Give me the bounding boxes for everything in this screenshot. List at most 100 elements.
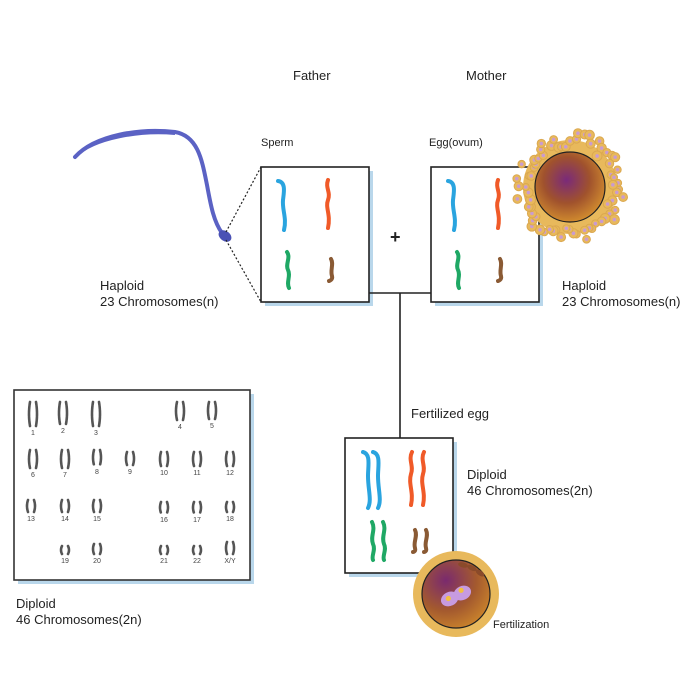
karyotype-chromosome (59, 448, 64, 470)
corona-cell-nucleus (593, 221, 598, 226)
karyotype-chromosome (91, 498, 96, 514)
karyotype-chromosome (91, 542, 96, 556)
karyotype-label: 19 (61, 558, 69, 565)
karyotype-chromosome (231, 450, 236, 468)
chromosome-blue (276, 179, 287, 232)
corona-cell-nucleus (612, 217, 617, 222)
karyotype-pair: 6 (27, 448, 39, 479)
corona-cell-nucleus (564, 226, 569, 231)
corona-cell-nucleus (538, 147, 543, 152)
karyotype-pair: 4 (174, 400, 186, 431)
karyotype-label: 21 (160, 558, 168, 565)
karyotype-pair: 16 (158, 500, 170, 524)
corona-cell-nucleus (597, 139, 602, 143)
karyotype-pair: 22 (191, 544, 203, 565)
corona-cell-nucleus (607, 161, 612, 166)
karyotype-label: 4 (178, 424, 182, 431)
corona-cell-nucleus (519, 162, 524, 166)
corona-cell-nucleus (576, 131, 580, 136)
karyotype-chromosome (66, 448, 71, 470)
corona-cell-nucleus (571, 231, 576, 236)
karyotype-chromosome (34, 448, 39, 470)
karyotype-pair: 1 (27, 400, 39, 437)
zygote-chromosome-box (344, 437, 457, 577)
fertilized-egg-label: Fertilized egg (411, 406, 489, 421)
karyotype-label: 7 (63, 472, 67, 479)
chromosome-blue (371, 450, 382, 510)
karyotype-pair: 13 (25, 498, 37, 523)
karyotype-chromosome (206, 400, 211, 421)
karyotype-pair: 5 (206, 400, 218, 430)
chromosome-orange (420, 450, 426, 507)
corona-cell-nucleus (536, 156, 541, 161)
father-label: Father (293, 68, 331, 83)
karyotype-pair: 18 (224, 500, 236, 523)
mother-ploidy: Haploid (562, 278, 606, 293)
corona-cell-nucleus (526, 190, 531, 195)
chromosome-brown (327, 257, 335, 283)
corona-cell-nucleus (621, 195, 625, 199)
karyotype-chromosome (131, 450, 136, 467)
karyotype-chromosome (57, 400, 62, 426)
karyotype-chromosome (98, 448, 103, 467)
corona-cell-nucleus (523, 185, 528, 189)
karyotype-label: 5 (210, 423, 214, 430)
corona-cell-nucleus (559, 235, 563, 239)
karyotype-pair: 7 (59, 448, 71, 479)
karyotype-label: X/Y (224, 558, 236, 565)
egg-cell-icon (512, 128, 628, 244)
karyotype-pair: 14 (59, 498, 71, 523)
karyotype-label: 3 (94, 430, 98, 437)
chromosome-green (381, 520, 387, 562)
karyotype-chromosome (231, 540, 236, 556)
karyotype-label: 11 (193, 470, 200, 477)
karyotype-chromosome (191, 450, 196, 468)
corona-cell-nucleus (515, 197, 520, 201)
corona-cell-nucleus (605, 150, 609, 155)
corona-cell-nucleus (588, 141, 593, 146)
corona-cell-nucleus (568, 139, 572, 143)
chromosome-green (285, 250, 291, 290)
corona-cell-nucleus (611, 183, 615, 187)
karyotype-chromosome (174, 400, 179, 422)
karyotype-chromosome (198, 450, 203, 468)
corona-cell-nucleus (614, 190, 619, 195)
corona-cell-nucleus (547, 227, 552, 232)
karyotype-chromosome (34, 400, 39, 428)
corona-cell-nucleus (514, 176, 519, 181)
zygote-cell-icon (413, 551, 499, 637)
chromosome-green (455, 250, 461, 290)
karyotype-label: 1 (31, 430, 35, 437)
karyotype-chromosome (59, 498, 64, 514)
karyotype-chromosome (213, 400, 218, 421)
sperm-chromosome-box (260, 166, 373, 306)
corona-cell-nucleus (612, 175, 616, 180)
karyotype-label: 22 (193, 558, 201, 565)
karyotype-label: 12 (226, 470, 234, 477)
corona-cell-nucleus (582, 228, 587, 233)
chromosome-brown (422, 528, 429, 554)
karyotype-pair: 21 (158, 544, 170, 565)
karyotype-ploidy: Diploid (16, 596, 56, 611)
karyotype-chromosome (158, 450, 163, 468)
sperm-icon (73, 128, 232, 242)
zoom-line-top (225, 166, 262, 233)
karyotype-label: 9 (128, 469, 132, 476)
karyotype-pair: 19 (59, 544, 71, 565)
sperm-label: Sperm (261, 137, 293, 149)
karyotype-chromosome (27, 448, 32, 470)
corona-cell-nucleus (599, 146, 604, 150)
karyotype-chromosome (27, 400, 32, 428)
corona-cell-nucleus (595, 154, 599, 158)
karyotype-chromosome (224, 450, 229, 468)
fertilization-label: Fertilization (493, 619, 549, 631)
zygote-ploidy: Diploid (467, 467, 507, 482)
karyotype-label: 13 (27, 516, 35, 523)
corona-cell-nucleus (549, 143, 554, 148)
zoom-line-bottom (225, 239, 262, 303)
karyotype-chromosome (231, 500, 236, 514)
karyotype-label: 16 (160, 517, 168, 524)
karyotype-label: 10 (160, 470, 168, 477)
karyotype-pair: X/Y (224, 540, 236, 565)
karyotype-label: 6 (31, 472, 35, 479)
